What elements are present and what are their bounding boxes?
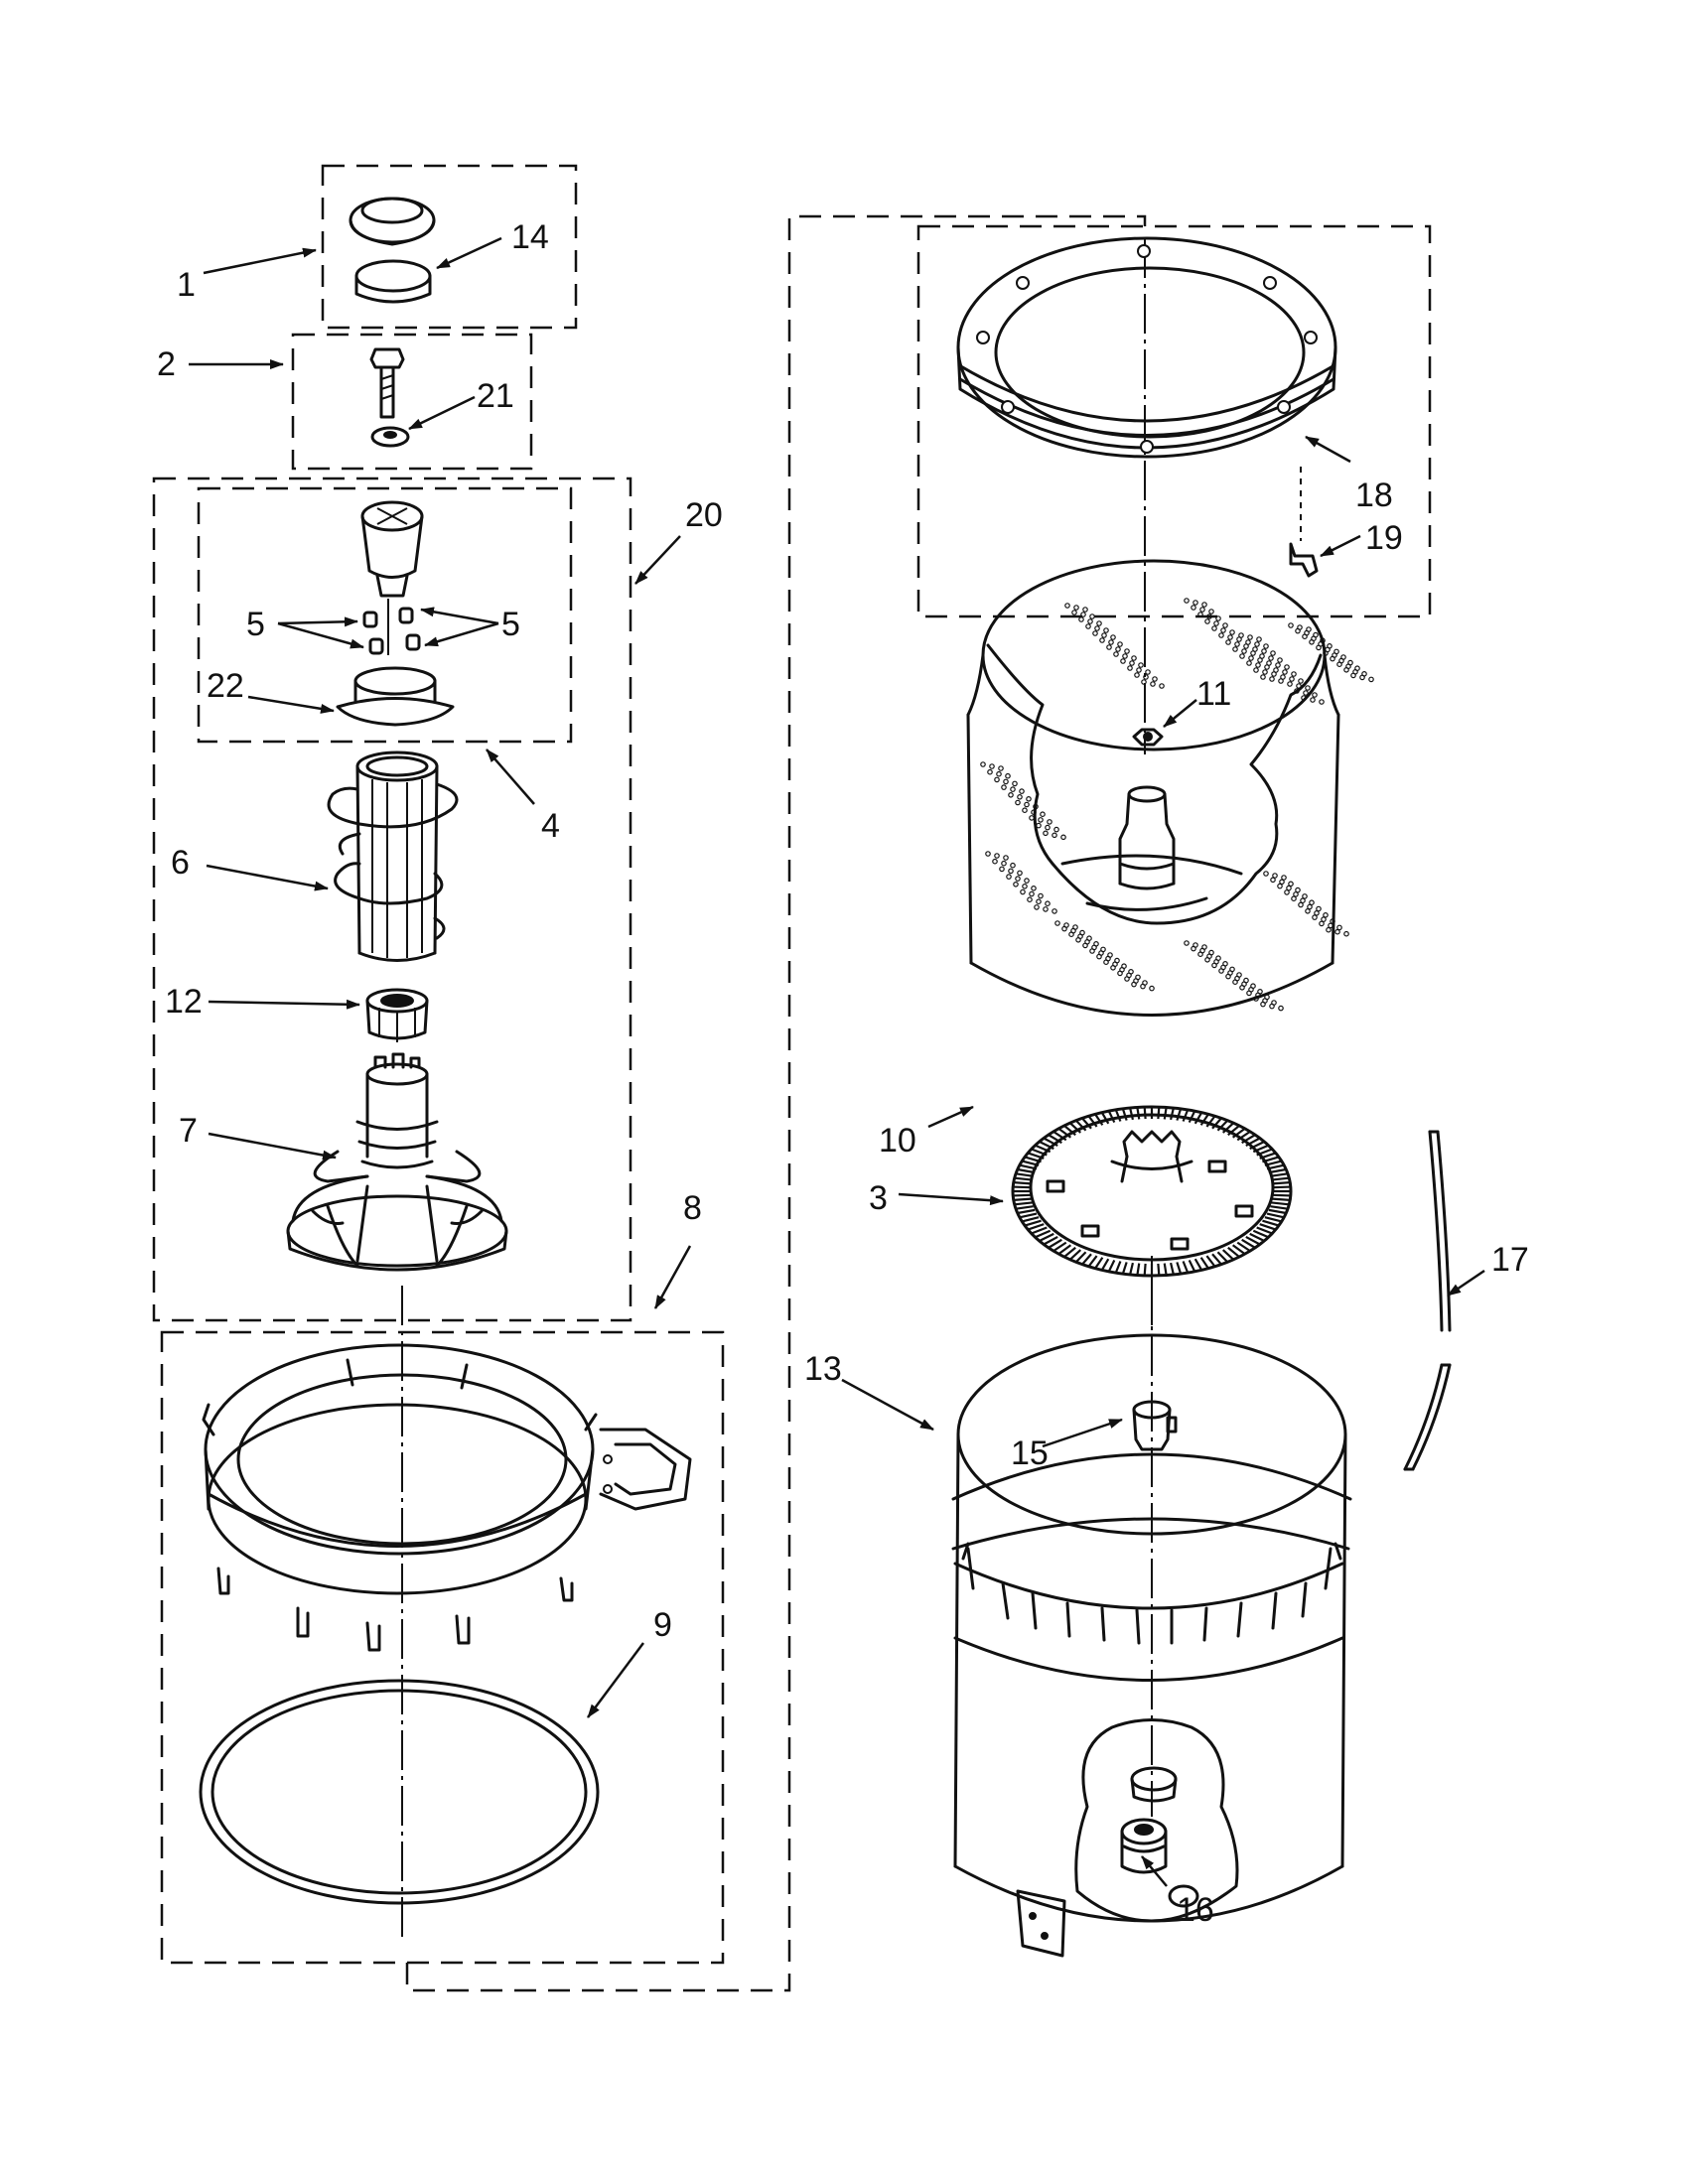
part-dogs (362, 599, 421, 655)
group-box-8 (160, 1330, 725, 1965)
callout-1: 1 (177, 266, 196, 304)
part-cam-top (360, 500, 424, 598)
part-clip (1289, 467, 1319, 578)
callout-17: 17 (1491, 1241, 1529, 1279)
callout-3: 3 (869, 1179, 888, 1217)
callout-10: 10 (879, 1122, 916, 1160)
part-hose (1403, 1130, 1452, 1471)
callout-5-right: 5 (501, 606, 520, 643)
part-drain-outlet (1120, 1818, 1168, 1874)
leader-arrows (189, 236, 1485, 1887)
part-bearing (365, 988, 429, 1042)
callout-20: 20 (685, 496, 723, 534)
callout-22: 22 (207, 667, 244, 705)
group-box-20 (152, 477, 632, 1322)
part-balance-ring (956, 236, 1337, 459)
part-washer (370, 426, 410, 448)
group-box-4 (197, 486, 573, 744)
part-seal-ring (199, 1679, 600, 1905)
part-basket (966, 559, 1340, 1017)
part-outer-tub (951, 1333, 1352, 1958)
basket-perforation-dots (980, 598, 1374, 1012)
part-agitator-base (286, 1052, 508, 1272)
part-cap-ring (354, 259, 432, 304)
part-basket-nut (1132, 728, 1164, 747)
part-drive-hub (1011, 1105, 1293, 1278)
callout-16: 16 (1177, 1891, 1214, 1929)
callout-5-left: 5 (246, 606, 265, 643)
callout-11: 11 (1196, 675, 1231, 713)
group-box-10 (916, 224, 1432, 618)
part-tub-ring (202, 1343, 692, 1652)
part-cam-base-22 (336, 666, 455, 727)
callout-18: 18 (1355, 477, 1393, 514)
callout-13: 13 (804, 1350, 842, 1388)
callout-4: 4 (541, 807, 560, 845)
callout-14: 14 (511, 218, 549, 256)
callout-8: 8 (683, 1189, 702, 1227)
part-agitator-cap (349, 197, 436, 246)
group-box-2 (291, 333, 533, 471)
callout-6: 6 (171, 844, 190, 882)
callout-21: 21 (477, 377, 514, 415)
callout-15: 15 (1011, 1434, 1049, 1472)
part-auger (327, 751, 459, 962)
part-bolt (369, 347, 405, 419)
callout-12: 12 (165, 983, 203, 1021)
callout-2: 2 (157, 345, 176, 383)
part-tub-bearing (1132, 1400, 1178, 1451)
callout-19: 19 (1365, 519, 1403, 557)
connector-line-8-to-10 (405, 214, 1147, 1992)
group-box-1 (321, 164, 578, 330)
callout-9: 9 (653, 1606, 672, 1644)
callout-7: 7 (179, 1112, 198, 1150)
